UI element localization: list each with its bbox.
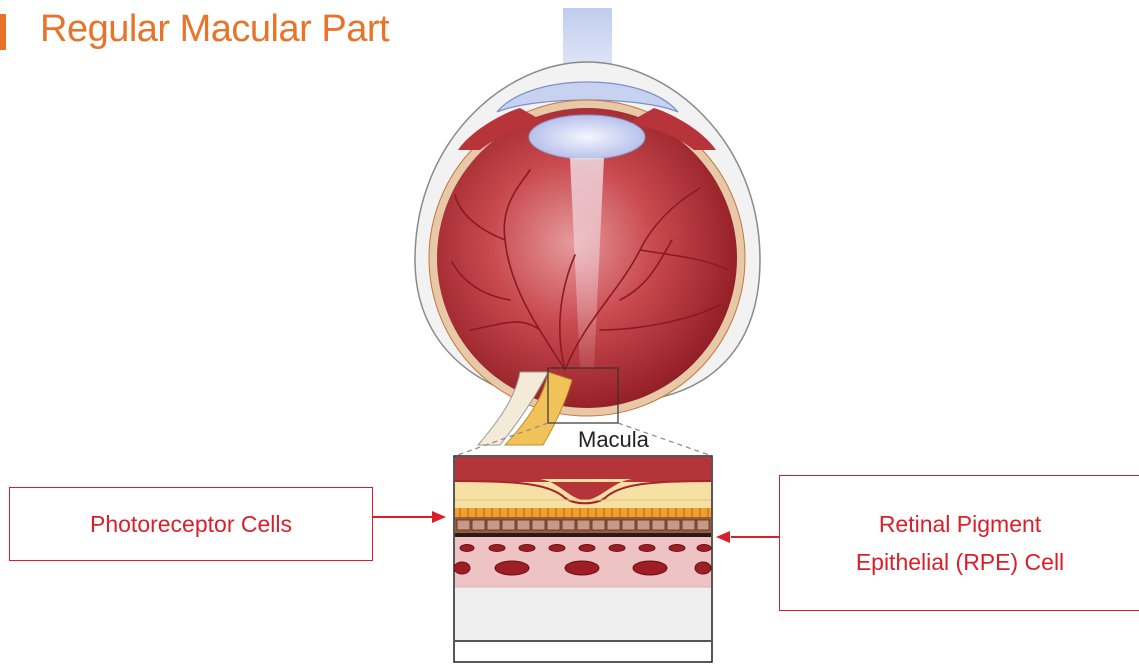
photoreceptor-callout: Photoreceptor Cells	[9, 487, 373, 561]
rpe-callout: Retinal Pigment Epithelial (RPE) Cell	[779, 475, 1139, 611]
rpe-arrow	[716, 531, 779, 543]
photoreceptor-arrow	[373, 511, 446, 523]
rpe-label-line1: Retinal Pigment	[879, 505, 1041, 543]
lens	[529, 115, 645, 159]
photoreceptor-label: Photoreceptor Cells	[90, 505, 292, 543]
rpe-label-line2: Epithelial (RPE) Cell	[856, 543, 1064, 581]
cross-section-panel	[454, 456, 712, 662]
macula-label: Macula	[578, 427, 649, 453]
